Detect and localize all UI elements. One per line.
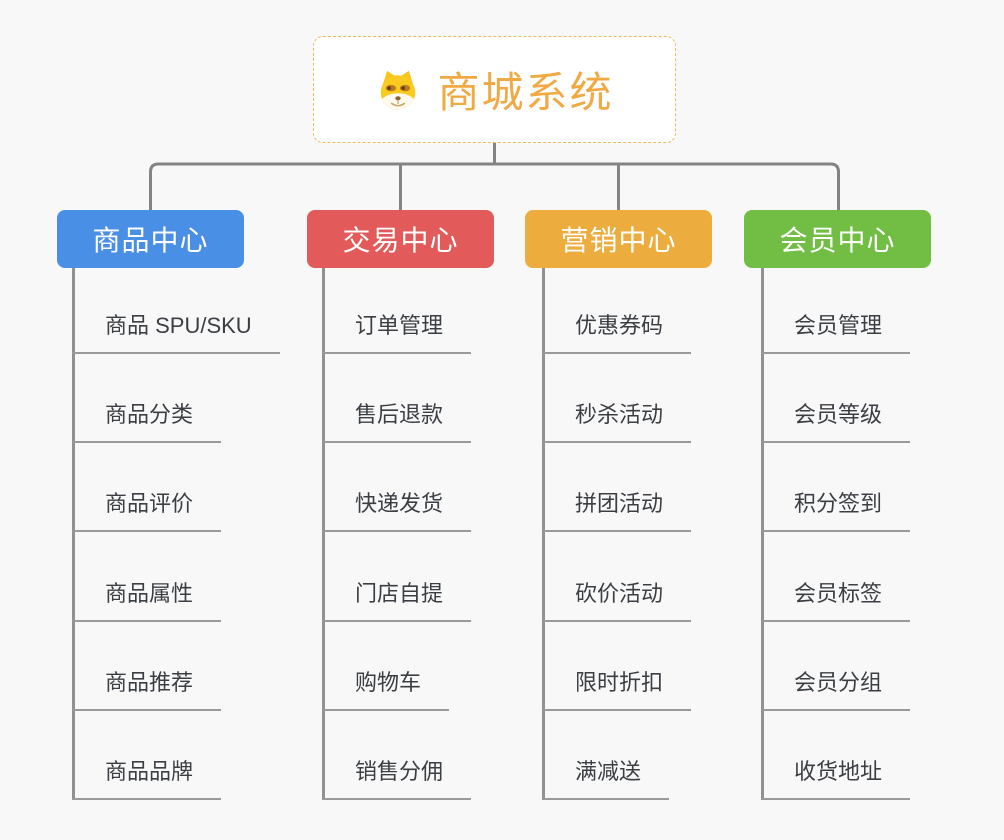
leaf-topic[interactable]: 商品分类 [73, 399, 222, 443]
leaf-topic[interactable]: 拼团活动 [543, 488, 692, 532]
leaf-topic[interactable]: 优惠券码 [543, 310, 692, 354]
leaf-topic[interactable]: 商品推荐 [73, 667, 222, 711]
leaf-topic[interactable]: 砍价活动 [543, 578, 692, 622]
leaf-topic[interactable]: 会员分组 [762, 667, 911, 711]
leaf-topic[interactable]: 满减送 [543, 756, 670, 800]
leaf-topic[interactable]: 会员标签 [762, 578, 911, 622]
leaf-topic[interactable]: 收货地址 [762, 756, 911, 800]
leaf-topic[interactable]: 售后退款 [323, 399, 472, 443]
leaf-topic[interactable]: 积分签到 [762, 488, 911, 532]
leaf-topic[interactable]: 快递发货 [323, 488, 472, 532]
leaf-topic[interactable]: 商品 SPU/SKU [73, 310, 280, 354]
leaf-topic[interactable]: 订单管理 [323, 310, 472, 354]
leaf-topic[interactable]: 销售分佣 [323, 756, 472, 800]
leaf-topic[interactable]: 商品属性 [73, 578, 222, 622]
leaf-topic[interactable]: 秒杀活动 [543, 399, 692, 443]
root-topic-title: 商城系统 [437, 69, 614, 116]
branch-topic-trade[interactable]: 交易中心 [307, 210, 494, 268]
branch-topic-marketing[interactable]: 营销中心 [525, 210, 712, 268]
leaf-topic[interactable]: 会员等级 [762, 399, 911, 443]
branch-topic-product[interactable]: 商品中心 [57, 210, 244, 268]
doge-face-icon [375, 67, 421, 113]
branch-topic-member[interactable]: 会员中心 [744, 210, 931, 268]
leaf-topic[interactable]: 门店自提 [323, 578, 472, 622]
leaf-topic[interactable]: 购物车 [323, 667, 450, 711]
bus-line [149, 162, 840, 210]
leaf-topic[interactable]: 限时折扣 [543, 667, 692, 711]
root-topic[interactable]: 商城系统 [313, 36, 676, 143]
leaf-topic[interactable]: 会员管理 [762, 310, 911, 354]
leaf-topic[interactable]: 商品品牌 [73, 756, 222, 800]
leaf-topic[interactable]: 商品评价 [73, 488, 222, 532]
